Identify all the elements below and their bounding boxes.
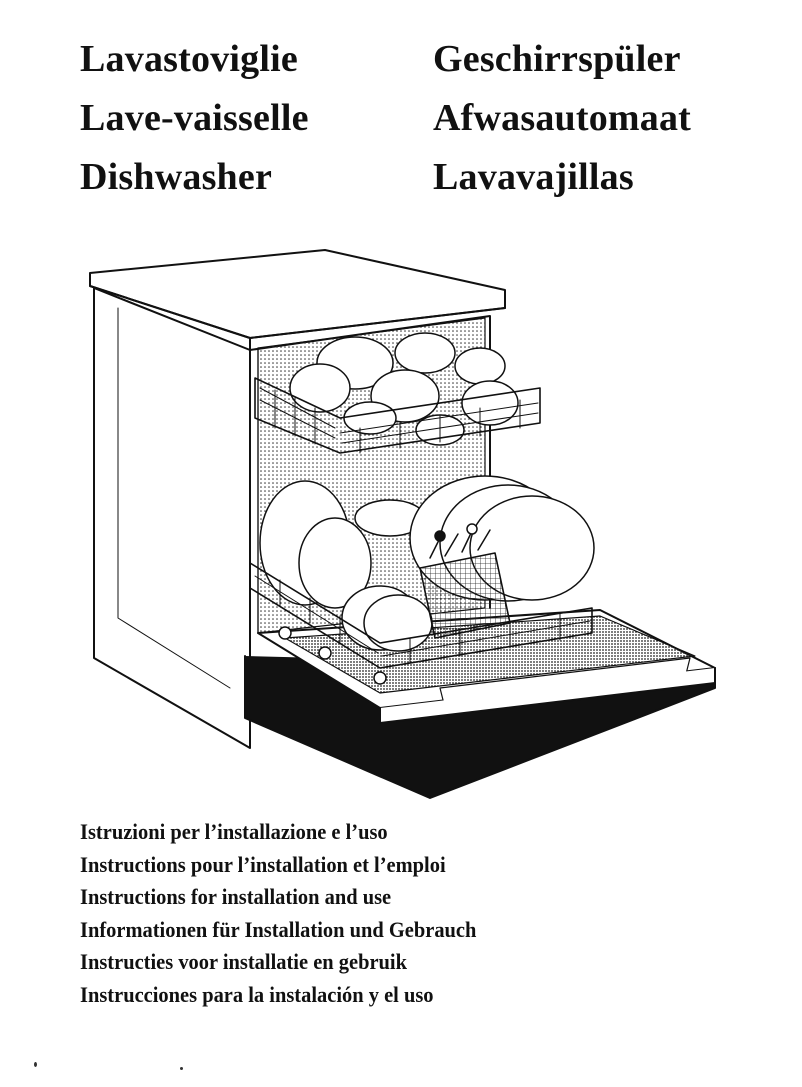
title-french: Lave-vaisselle (80, 97, 309, 139)
instruction-italian: Istruzioni per l’installazione e l’uso (80, 819, 388, 844)
instruction-dutch: Instructies voor installatie en gebruik (80, 949, 407, 975)
title-english: Dishwasher (80, 156, 273, 198)
title-dutch: Afwasautomaat (433, 97, 692, 139)
title-spanish: Lavavajillas (433, 156, 634, 198)
scan-speck (34, 1062, 37, 1067)
instruction-english: Instructions for installation and use (80, 884, 392, 910)
title-italian: Lavastoviglie (80, 38, 298, 80)
instruction-spanish: Instrucciones para la instalación y el u… (80, 981, 434, 1007)
scan-speck (180, 1067, 183, 1070)
dishwasher-open-door-icon (89, 249, 716, 799)
dishwasher-illustration (80, 238, 720, 808)
title-german: Geschirrspüler (433, 38, 681, 80)
title-column-right: Geschirrspüler Afwasautomaat Lavavajilla… (433, 30, 691, 207)
title-column-left: Lavastoviglie Lave-vaisselle Dishwasher (80, 30, 309, 207)
instruction-french: Instructions pour l’installation et l’em… (80, 851, 446, 877)
instruction-german: Informationen für Installation und Gebra… (80, 916, 477, 942)
instructions-list: Istruzioni per l’installazione e l’uso I… (80, 816, 506, 1012)
